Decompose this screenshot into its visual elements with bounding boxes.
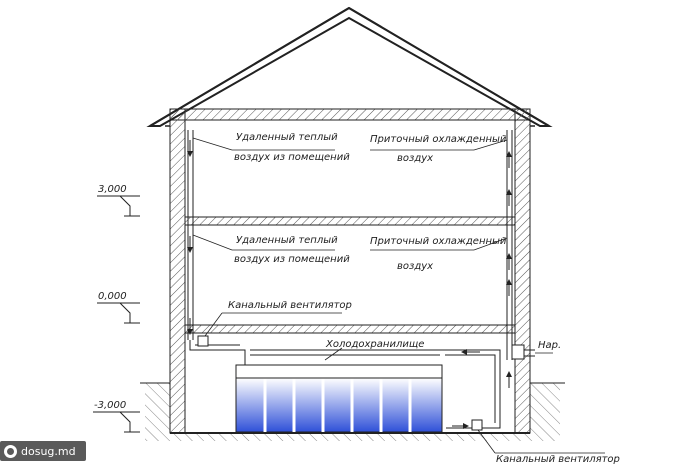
label-supply-floor2-line1: Приточный охлажденный [370, 134, 507, 145]
label-duct-fan-lower: Канальный вентилятор [496, 454, 620, 465]
watermark-logo-icon [4, 444, 17, 458]
label-exhaust-floor2-line1: Удаленный теплый [236, 132, 338, 143]
level-label-top: 3,000 [98, 184, 127, 195]
level-mark-top: 3,000 [97, 184, 140, 217]
level-label-mid: 0,000 [98, 291, 127, 302]
roof [146, 6, 553, 127]
label-exhaust-floor1-line2: воздух из помещений [234, 254, 350, 265]
outdoor-intake-box [511, 344, 525, 360]
level-mark-bottom: -3,000 [93, 400, 140, 433]
label-duct-fan-upper: Канальный вентилятор [228, 300, 352, 311]
label-supply-floor2-line2: воздух [397, 153, 433, 164]
level-label-bottom: -3,000 [94, 400, 126, 411]
watermark-text: dosug.md [21, 444, 76, 458]
label-outdoor-air: Нар. [538, 340, 561, 351]
label-exhaust-floor1-line1: Удаленный теплый [236, 235, 338, 246]
floor-slab-upper [184, 216, 516, 226]
left-wall [169, 108, 186, 434]
label-supply-floor1-line1: Приточный охлажденный [370, 236, 507, 247]
label-supply-floor1-line2: воздух [397, 261, 433, 272]
label-air-duct: Холодохранилище [325, 339, 424, 350]
floor-slab-lower [184, 324, 516, 334]
cold-storage [235, 364, 443, 433]
flow-arrows [187, 140, 512, 429]
leader-lines [192, 137, 605, 454]
level-mark-mid: 0,000 [97, 291, 140, 324]
ground [140, 382, 565, 441]
duct-fan-lower-box [471, 419, 483, 431]
right-wall [514, 108, 531, 434]
attic-slab [169, 108, 531, 121]
duct-fan-upper-box [197, 335, 209, 347]
watermark: dosug.md [0, 441, 86, 461]
label-exhaust-floor2-line2: воздух из помещений [234, 152, 350, 163]
